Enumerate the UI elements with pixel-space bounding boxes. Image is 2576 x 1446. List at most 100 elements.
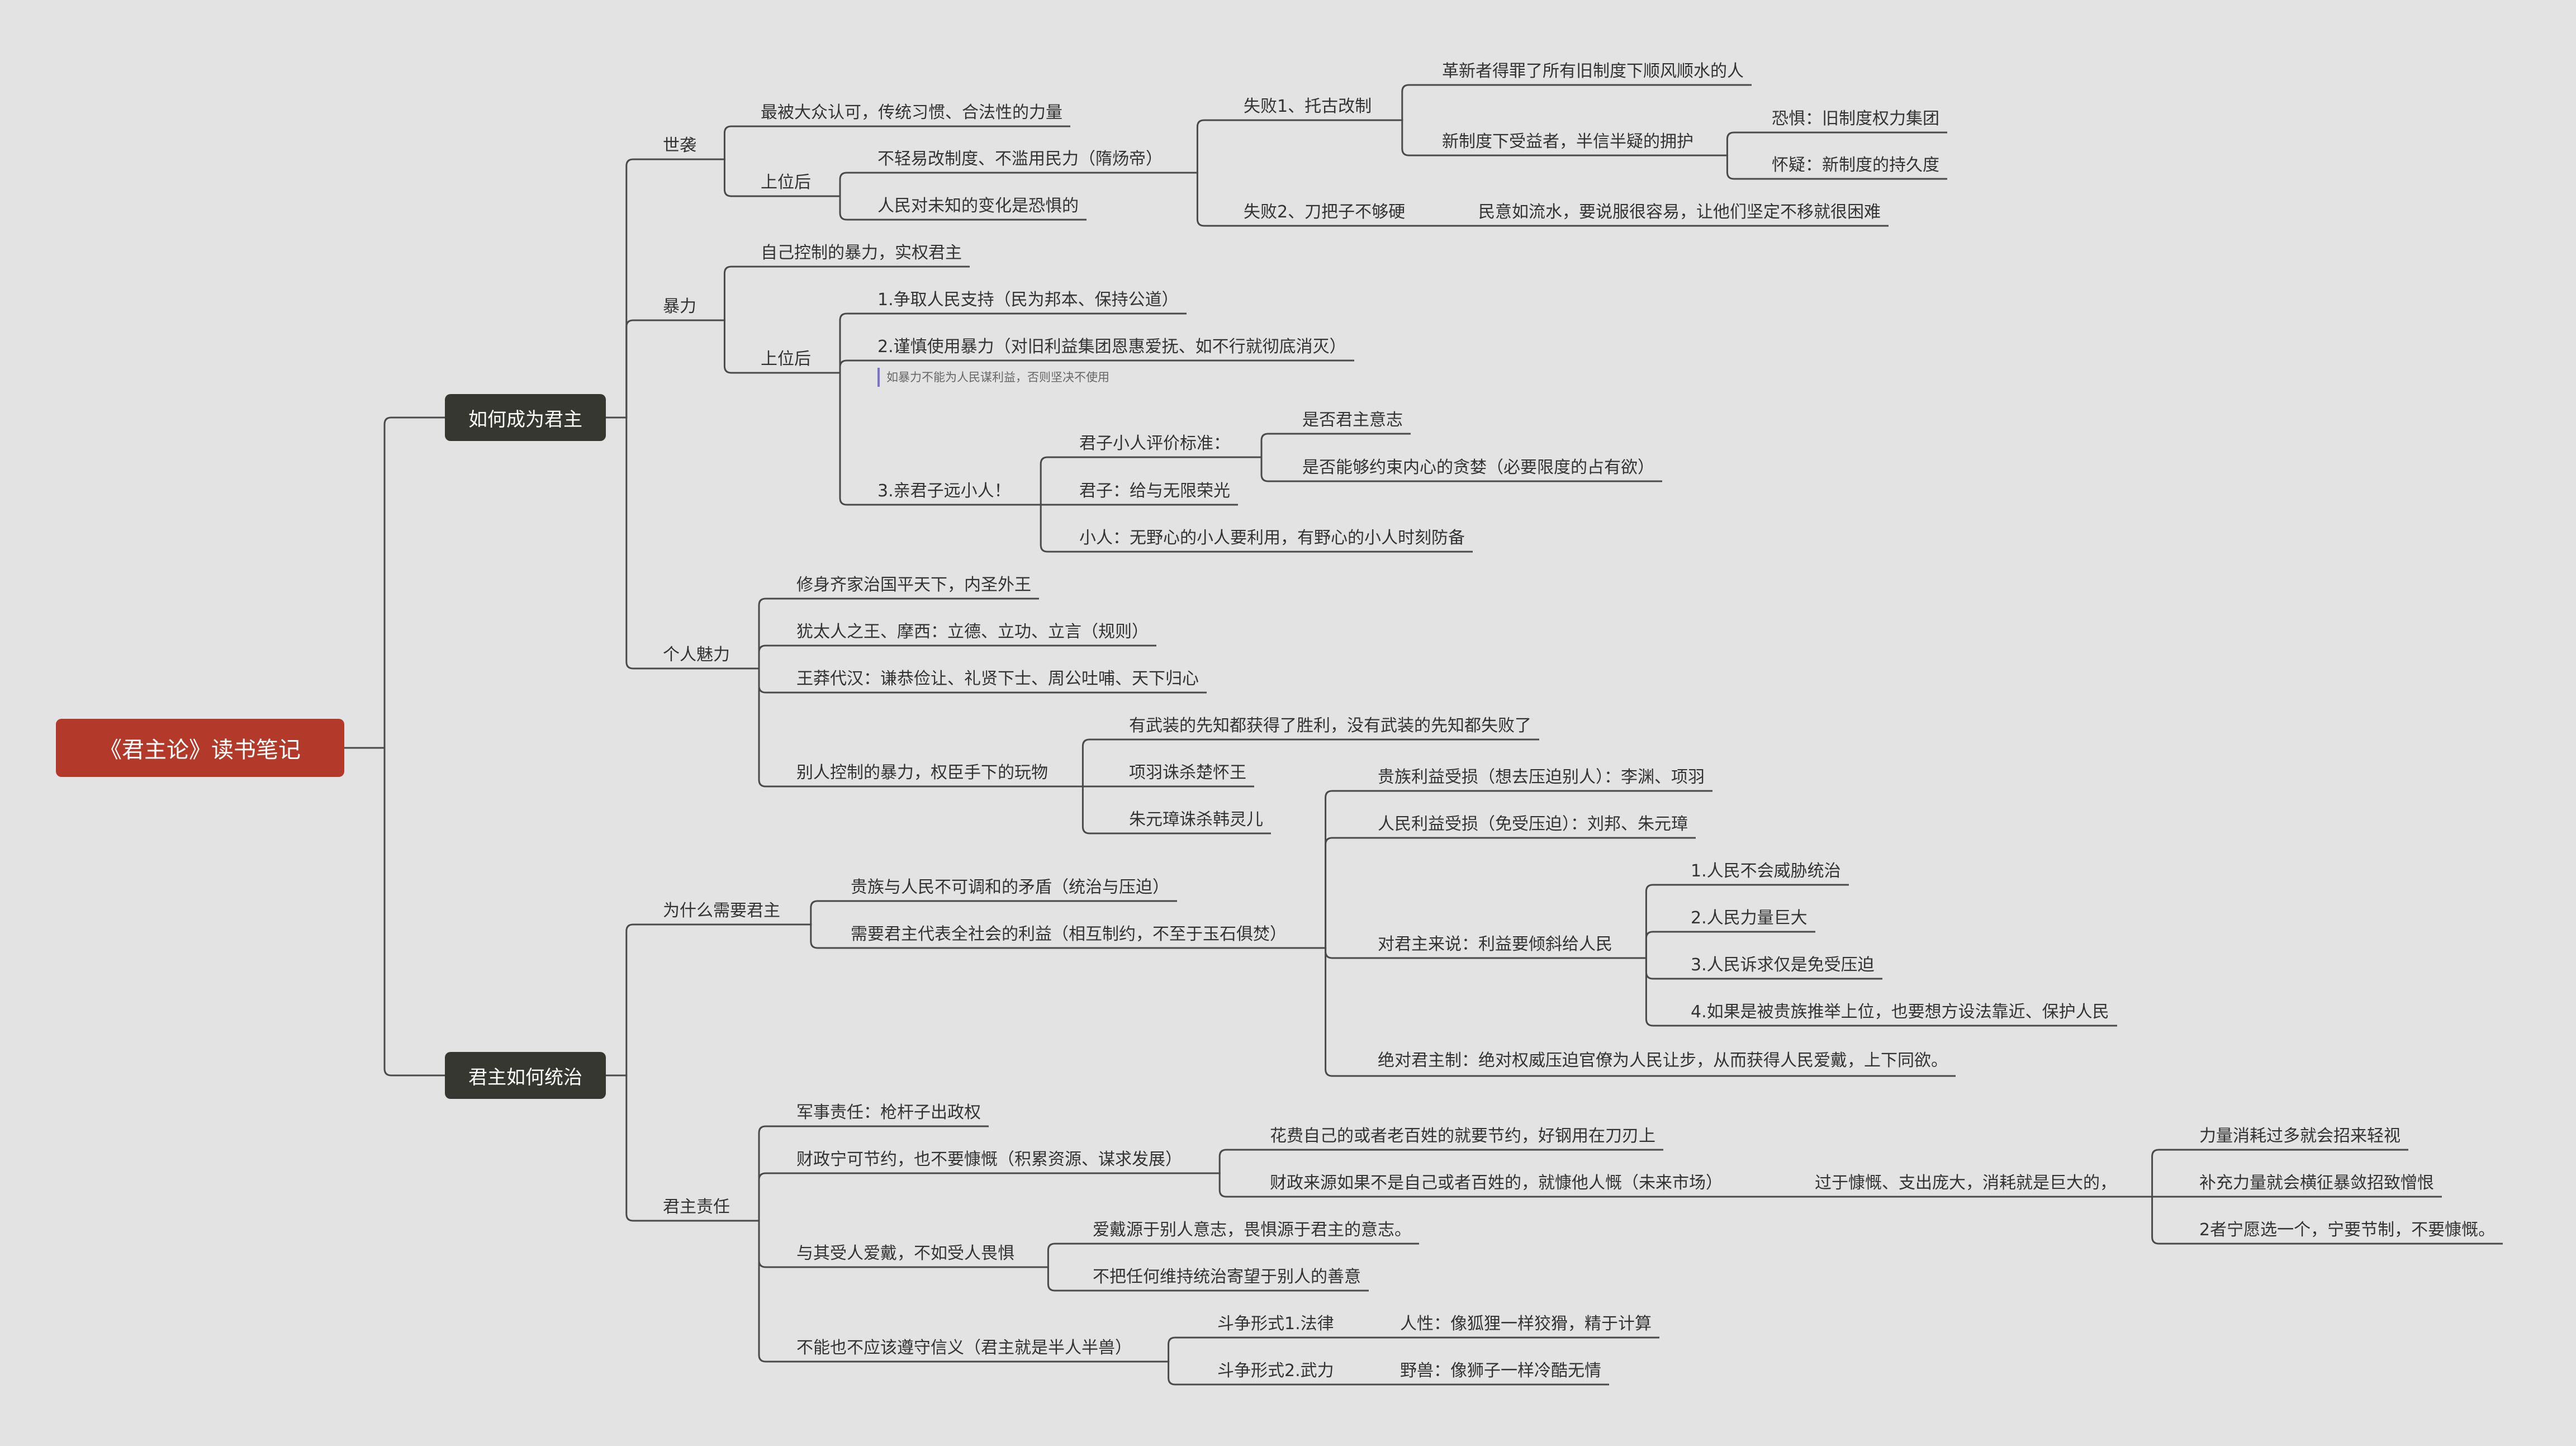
node-failure-2-public-opinion[interactable]: 民意如流水，要说服很容易，让他们坚定不移就很困难 [1478, 202, 1881, 222]
connector-node-failure-1-fear [1701, 131, 1766, 157]
connector-node-duty-finance [738, 1172, 791, 1222]
root-topic[interactable]: 《君主论》读书笔记 [56, 719, 344, 777]
connector-node-zhuyuanzhang [1056, 785, 1123, 835]
node-failure-1-reformer[interactable]: 革新者得罪了所有旧制度下顺风顺水的人 [1442, 61, 1744, 81]
node-people-protect[interactable]: 4.如果是被贵族推举上位，也要想方设法靠近、保护人民 [1691, 1002, 2109, 1022]
node-failure-1-fear[interactable]: 恐惧：旧制度权力集团 [1772, 109, 1939, 129]
connector-node-why-monarch [606, 923, 657, 1077]
node-zhuyuanzhang[interactable]: 朱元璋诛杀韩灵儿 [1129, 810, 1263, 829]
node-finance-contempt[interactable]: 力量消耗过多就会招来轻视 [2199, 1126, 2401, 1146]
node-failure-1-doubt[interactable]: 怀疑：新制度的持久度 [1772, 155, 1939, 175]
node-people-power[interactable]: 2.人民力量巨大 [1691, 908, 1808, 928]
node-struggle-force[interactable]: 斗争形式2.武力 [1217, 1361, 1334, 1381]
node-violence-gentlemen[interactable]: 3.亲君子远小人！ [877, 481, 1011, 501]
node-absolute-monarchy[interactable]: 绝对君主制：绝对权威压迫官僚为人民让步，从而获得人民爱戴，上下同欲。 [1378, 1051, 1948, 1070]
node-failure-2[interactable]: 失败2、刀把子不够硬 [1244, 202, 1406, 222]
connector-node-violence-own [704, 266, 755, 321]
node-people-no-threat[interactable]: 1.人民不会威胁统治 [1691, 861, 1841, 881]
connector-node-why-favor-people [1294, 947, 1372, 959]
connector-node-standard-will [1238, 433, 1297, 458]
node-violence-careful-note: 如暴力不能为人民谋利益，否则坚决不使用 [877, 368, 1115, 387]
node-xiangyu[interactable]: 项羽诛杀楚怀王 [1129, 763, 1246, 783]
node-evaluation-standard[interactable]: 君子小人评价标准： [1079, 434, 1230, 453]
node-finance-choose-frugal[interactable]: 2者宁愿选一个，宁要节制，不要慷慨。 [2199, 1220, 2496, 1240]
node-why-conflict[interactable]: 贵族与人民不可调和的矛盾（统治与压迫） [851, 878, 1169, 897]
connector-node-failure-1-doubt [1701, 154, 1766, 180]
node-finance-save[interactable]: 花费自己的或者老百姓的就要节约，好钢用在刀刃上 [1270, 1126, 1655, 1146]
connector-node-people-no-threat [1620, 884, 1685, 959]
connector-node-struggle-law [1140, 1336, 1212, 1363]
connector-node-people-demand [1620, 957, 1685, 980]
node-hereditary-fear-change[interactable]: 人民对未知的变化是恐惧的 [877, 196, 1079, 216]
node-finance-too-generous[interactable]: 过于慷慨、支出庞大，消耗就是巨大的， [1815, 1173, 2117, 1193]
node-duty-fear[interactable]: 与其受人爱戴，不如受人畏惧 [796, 1244, 1014, 1263]
node-why-favor-people[interactable]: 对君主来说：利益要倾斜给人民 [1378, 935, 1612, 954]
connector-node-failure-2 [1170, 172, 1238, 227]
node-violence-win-people[interactable]: 1.争取人民支持（民为邦本、保持公道） [877, 290, 1179, 310]
node-failure-1-beneficiary[interactable]: 新制度下受益者，半信半疑的拥护 [1442, 132, 1693, 151]
connector-node-duty-faith [738, 1220, 791, 1363]
connector-node-failure-1-reformer [1379, 84, 1436, 121]
node-fear-no-goodwill[interactable]: 不把任何维持统治寄望于别人的善意 [1093, 1267, 1361, 1287]
node-hereditary-legitimacy[interactable]: 最被大众认可，传统习惯、合法性的力量 [761, 103, 1062, 122]
connector-node-charisma-sage [738, 598, 791, 670]
node-failure-1[interactable]: 失败1、托古改制 [1244, 97, 1372, 116]
topic-become-monarch[interactable]: 如何成为君主 [445, 394, 606, 441]
node-finance-hatred[interactable]: 补充力量就会横征暴敛招致憎恨 [2199, 1173, 2434, 1193]
connector-node-duty-fear [738, 1220, 791, 1268]
node-duty-faith[interactable]: 不能也不应该遵守信义（君主就是半人半兽） [796, 1338, 1132, 1358]
node-gentleman[interactable]: 君子：给与无限荣光 [1079, 481, 1230, 501]
node-charisma-sage[interactable]: 修身齐家治国平天下，内圣外王 [796, 575, 1031, 595]
node-human-fox[interactable]: 人性：像狐狸一样狡猾，精于计算 [1400, 1314, 1652, 1334]
connector-node-duty [606, 1074, 657, 1222]
node-hereditary-after[interactable]: 上位后 [761, 173, 811, 192]
node-violence-after[interactable]: 上位后 [761, 349, 811, 369]
node-charisma-moses[interactable]: 犹太人之王、摩西：立德、立功、立言（规则） [796, 622, 1149, 642]
node-standard-will[interactable]: 是否君主意志 [1302, 410, 1403, 430]
node-violence-own[interactable]: 自己控制的暴力，实权君主 [761, 243, 962, 263]
connector-node-finance-contempt [2124, 1149, 2194, 1198]
node-fear-source[interactable]: 爱戴源于别人意志，畏惧源于君主的意志。 [1093, 1220, 1411, 1240]
node-why-monarch[interactable]: 为什么需要君主 [663, 901, 780, 921]
node-charisma[interactable]: 个人魅力 [663, 645, 730, 665]
node-violence-careful[interactable]: 2.谨慎使用暴力（对旧利益集团恩惠爱抚、如不行就彻底消灭） [877, 337, 1346, 357]
connector-node-failure-1-beneficiary [1379, 119, 1436, 157]
connector-node-people-power [1620, 931, 1685, 959]
topic-how-monarch-rules[interactable]: 君主如何统治 [445, 1052, 606, 1099]
node-beast-lion[interactable]: 野兽：像狮子一样冷酷无情 [1400, 1361, 1601, 1381]
node-why-represent[interactable]: 需要君主代表全社会的利益（相互制约，不至于玉石俱焚） [851, 925, 1287, 944]
connector-node-hereditary [606, 158, 657, 419]
node-duty-military[interactable]: 军事责任：枪杆子出政权 [796, 1103, 981, 1122]
connector-node-villain [1019, 504, 1074, 553]
node-armed-prophets[interactable]: 有武装的先知都获得了胜利，没有武装的先知都失败了 [1129, 716, 1531, 736]
connector-node-violence [606, 319, 657, 419]
node-duty-finance[interactable]: 财政宁可节约，也不要慷慨（积累资源、谋求发展） [796, 1150, 1182, 1169]
connector-node-hereditary-no-reform [819, 172, 872, 197]
connector-node-charisma-puppet [738, 667, 791, 788]
node-people-demand[interactable]: 3.人民诉求仅是免受压迫 [1691, 955, 1875, 975]
connector-node-people-protect [1620, 957, 1685, 1027]
node-hereditary-no-reform[interactable]: 不轻易改制度、不滥用民力（隋炀帝） [877, 149, 1163, 169]
node-hereditary[interactable]: 世袭 [663, 136, 696, 155]
connector-node-finance-others [1190, 1172, 1264, 1198]
connector-node-standard-greed [1238, 456, 1297, 482]
connector-node-why-nobles-harmed [1294, 790, 1372, 949]
node-standard-greed[interactable]: 是否能够约束内心的贪婪（必要限度的占有欲） [1302, 458, 1654, 477]
connector-node-violence-after [704, 319, 755, 374]
node-charisma-wangmang[interactable]: 王莽代汉：谦恭俭让、礼贤下士、周公吐哺、天下归心 [796, 669, 1199, 689]
connector-topic-how-monarch-rules [344, 747, 445, 1077]
connector-node-hereditary-after [704, 158, 755, 197]
node-charisma-puppet[interactable]: 别人控制的暴力，权臣手下的玩物 [796, 763, 1048, 783]
connector-topic-become-monarch [344, 416, 445, 749]
connector-node-hereditary-fear-change [819, 195, 872, 221]
connector-node-absolute-monarchy [1294, 947, 1372, 1077]
node-struggle-law[interactable]: 斗争形式1.法律 [1217, 1314, 1334, 1334]
node-why-nobles-harmed[interactable]: 贵族利益受损（想去压迫别人）：李渊、项羽 [1378, 767, 1705, 787]
node-why-people-harmed[interactable]: 人民利益受损（免受压迫）：刘邦、朱元璋 [1378, 814, 1688, 834]
connector-node-finance-save [1190, 1149, 1264, 1174]
node-villain[interactable]: 小人：无野心的小人要利用，有野心的小人时刻防备 [1079, 528, 1465, 548]
node-duty[interactable]: 君主责任 [663, 1197, 730, 1217]
node-violence[interactable]: 暴力 [663, 297, 696, 316]
node-finance-others[interactable]: 财政来源如果不是自己或者百姓的，就慷他人慨（未来市场） [1270, 1173, 1723, 1193]
